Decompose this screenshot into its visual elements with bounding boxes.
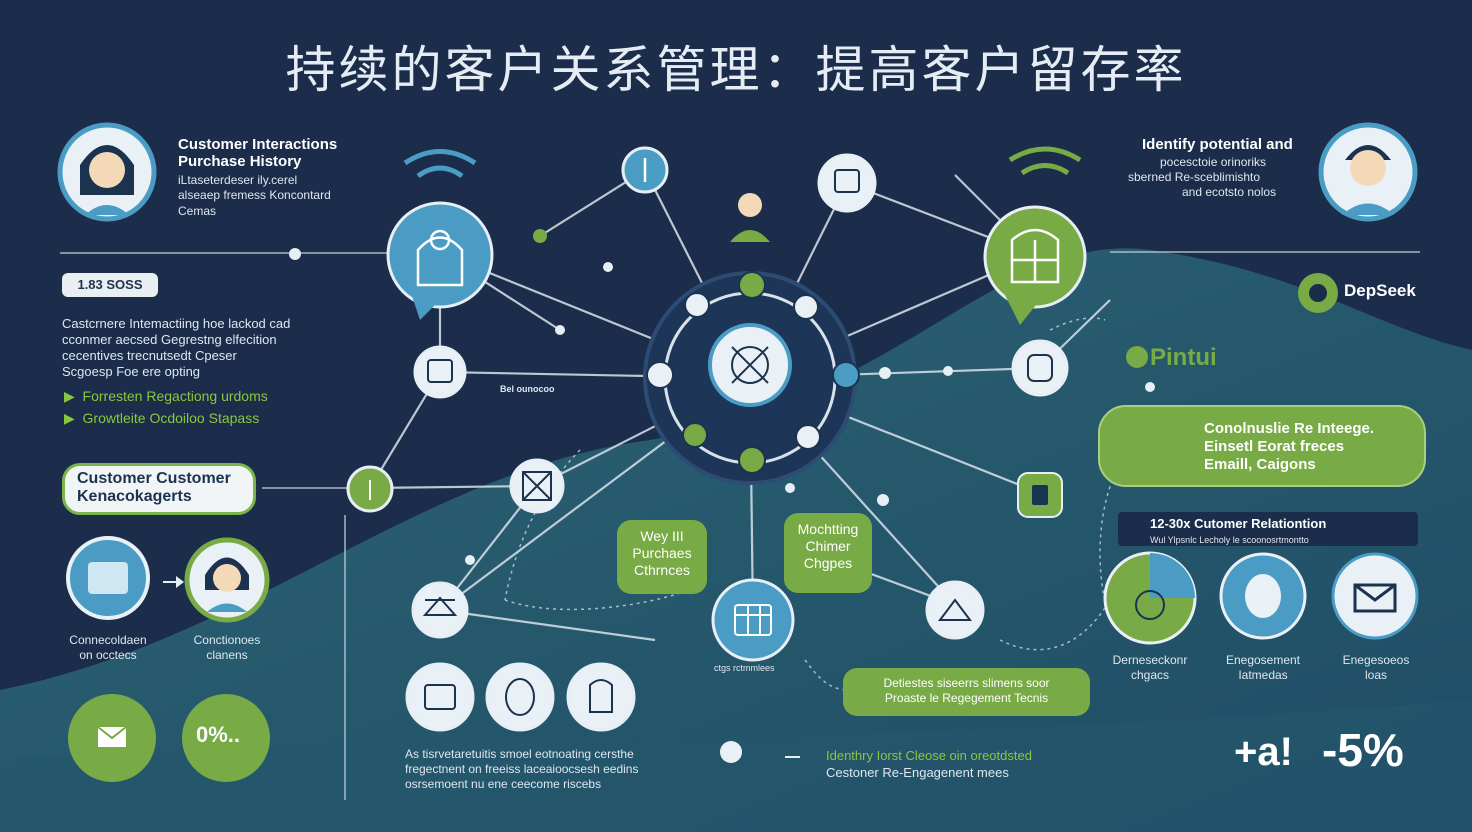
bullet-1: ▶ Forresten Regactiong urdoms [64,388,268,404]
hub-left-tag: Bel ounocoo [500,384,555,394]
churn-stat: -5% [1322,724,1404,776]
identify-body-3: and ecotsto nolos [1182,185,1277,199]
paragraph-line-4: Scgoesp Foe ere opting [62,364,201,379]
interactions-title: Customer Interactions [178,136,338,153]
page-title: 持续的客户关系管理：提高客户留存率 [285,41,1187,99]
stat-prefix: +a! [1234,730,1293,774]
paragraph-line-3: cecentives trecnutsedt Cpeser [62,348,237,363]
interactions-body-1: iLtaseterdeser ily.cerel [178,173,298,187]
caption-connection: Connecoldaen on occtecs [69,633,147,662]
relation-subtitle: Wul Ylpsnlc Lecholy le scoonosrtmontto [1150,535,1309,545]
relation-banner [1118,512,1418,546]
paragraph-line-2: cconmer aecsed Gegrestng elfecition [62,332,277,347]
bullet-2: ▶ Growtleite Ocdoiloo Stapass [64,410,260,426]
identify-body-1: pocesctoie orinoriks [1160,155,1267,169]
caption-decision: Derneseckonr chgacs [1112,653,1188,682]
deepseek-logo: DepSeek [1344,281,1416,300]
identify-title: Identify potential and [1142,136,1293,153]
interactions-body-3: Cemas [178,204,217,218]
caption-conditions: Conctionoes clanens [193,633,261,662]
identify-body-2: sberned Re-sceblimishto [1128,170,1261,184]
relation-title: 12-30x Cutomer Relationtion [1150,516,1327,531]
interactions-body-2: alseaep fremess Koncontard [178,188,331,202]
bottom-right-text: Identhry Iorst Cleose oin oreotdsted Ces… [826,748,1032,780]
metric-badge: 1.83 SOSS [62,273,158,297]
customer-pill: Customer Customer Kenacokagerts [62,463,256,515]
bottom-left-text: As tisrvetaretuitis smoel eotnoating cer… [405,747,639,791]
caption-enterprise: Enegesoeos loas [1342,653,1410,682]
reengagement-callout [1098,405,1426,487]
percent-stat: 0%.. [196,722,241,747]
interactions-subtitle: Purchase History [178,153,302,170]
channel-box: Mochtting Chimer Chgpes [784,513,872,593]
purchase-box: Wey III Purchaes Cthrnces [617,520,707,594]
callout-text: Conolnuslie Re Inteege. Einsetl Eorat fr… [1204,420,1375,473]
pintui-logo: Pintui [1150,344,1217,371]
wave-shape [0,248,1472,832]
engagement-box: Detiestes siseerrs slimens soor Proaste … [843,668,1090,716]
caption-engagement: Enegosement Iatmedas [1225,653,1301,682]
hub-bottom-tag: ctgs rctmmlees [714,663,775,673]
node-interactions [386,201,494,309]
paragraph-line-1: Castcrnere Intemactiing hoe lackod cad [62,316,291,331]
